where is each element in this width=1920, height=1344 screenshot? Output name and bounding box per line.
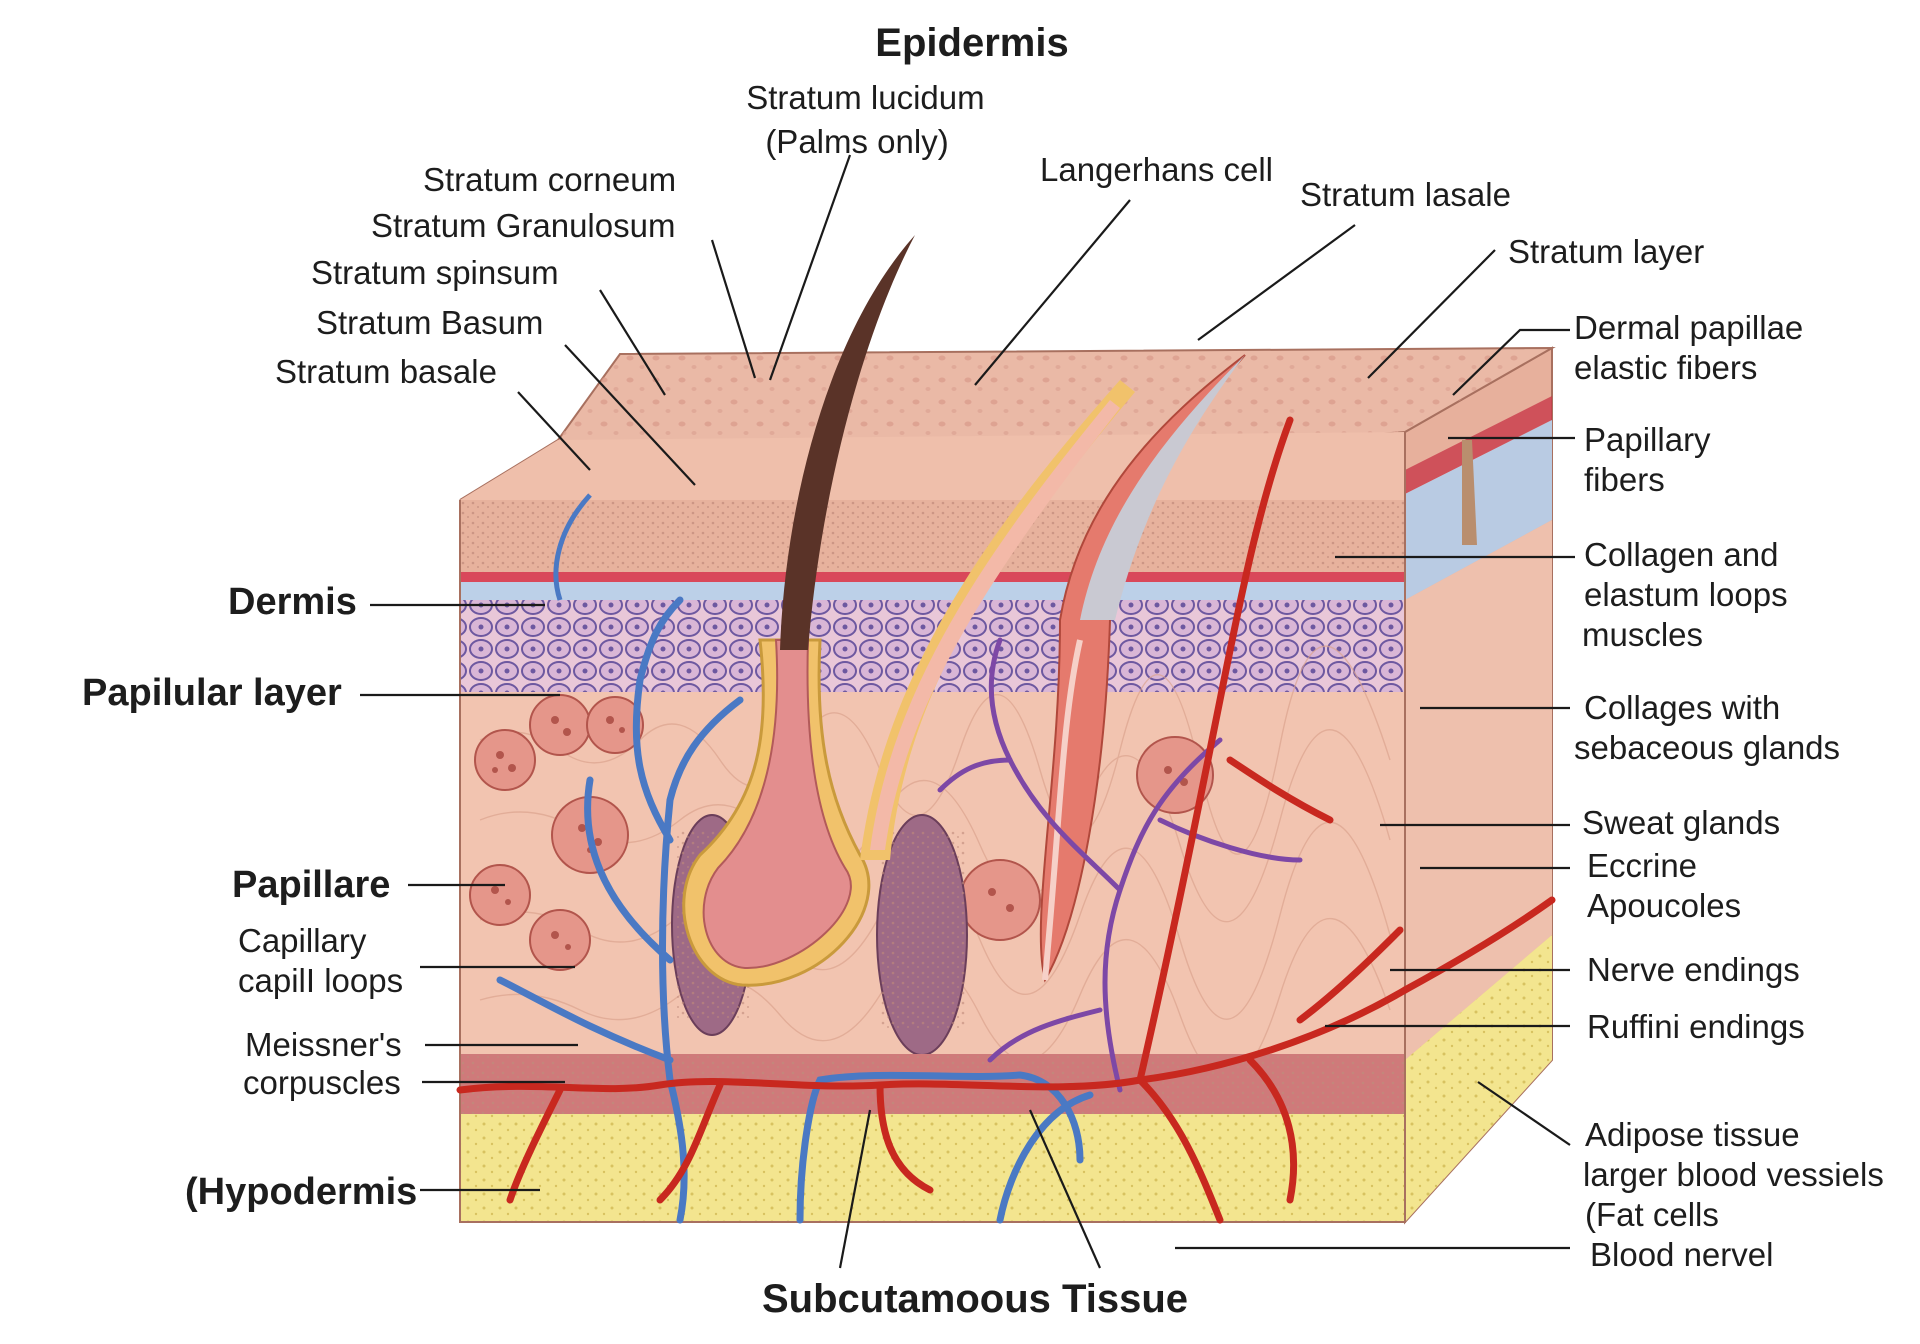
label-collagen-elastum: Collagen and elastum loops muscles [1582,536,1797,653]
label-stratum-spinsum: Stratum spinsum [311,254,559,291]
blood-vessels-vein [496,596,1094,1224]
label-meissners-corpuscles: Meissner's corpuscles [243,1026,411,1101]
label-papillare: Papillare [232,864,390,906]
label-nerve-endings: Nerve endings [1587,951,1800,988]
label-sweat-glands: Sweat glands [1582,804,1780,841]
label-stratum-granulosum: Stratum Granulosum [371,207,675,244]
label-dermal-papillae: Dermal papillae elastic fibers [1574,309,1812,386]
label-capillary-loops: Capillary capilI loops [238,922,403,999]
label-hypodermis: (Hypodermis [185,1171,417,1213]
sebaceous-follicle [860,380,1135,860]
label-stratum-layer: Stratum layer [1508,233,1704,270]
label-stratum-lasale: Stratum lasale [1300,176,1511,213]
label-adipose-tissue: Adipose tissue larger blood vessiels (Fa… [1583,1116,1893,1233]
label-ruffini-endings: Ruffini endings [1587,1008,1805,1045]
label-stratum-basum: Stratum Basum [316,304,543,341]
label-stratum-corneum: Stratum corneum [423,161,676,198]
silver-hair-follicle [1039,354,1246,983]
gland-clusters [469,694,1214,971]
hair-follicle [682,235,915,987]
label-subcutaneous-tissue: Subcutamoous Tissue [762,1277,1188,1321]
label-collages-sebaceous: Collages with sebaceous glands [1574,689,1840,766]
label-epidermis: Epidermis [875,21,1068,65]
label-eccrine-apoucoles: Eccrine Apoucoles [1587,847,1741,924]
label-blood-nervel: Blood nervel [1590,1236,1773,1273]
label-langerhans-cell: Langerhans cell [1040,151,1273,188]
stratum-basale-line [460,572,1405,582]
label-stratum-basale: Stratum basale [275,353,497,390]
skin-block [456,235,1556,1225]
leader-lines [360,154,1575,1269]
label-papillary-fibers: Papillary fibers [1584,421,1720,498]
hair-shaft [780,235,915,650]
label-dermis: Dermis [228,581,357,623]
label-stratum-lucidum: Stratum lucidum (Palms only) [746,79,994,160]
diagram-labels: Epidermis Stratum lucidum (Palms only) S… [82,21,1893,1321]
blood-vessels-artery [456,416,1556,1224]
label-papilular-layer: Papilular layer [82,672,342,714]
nerve-fibers [937,637,1303,1093]
